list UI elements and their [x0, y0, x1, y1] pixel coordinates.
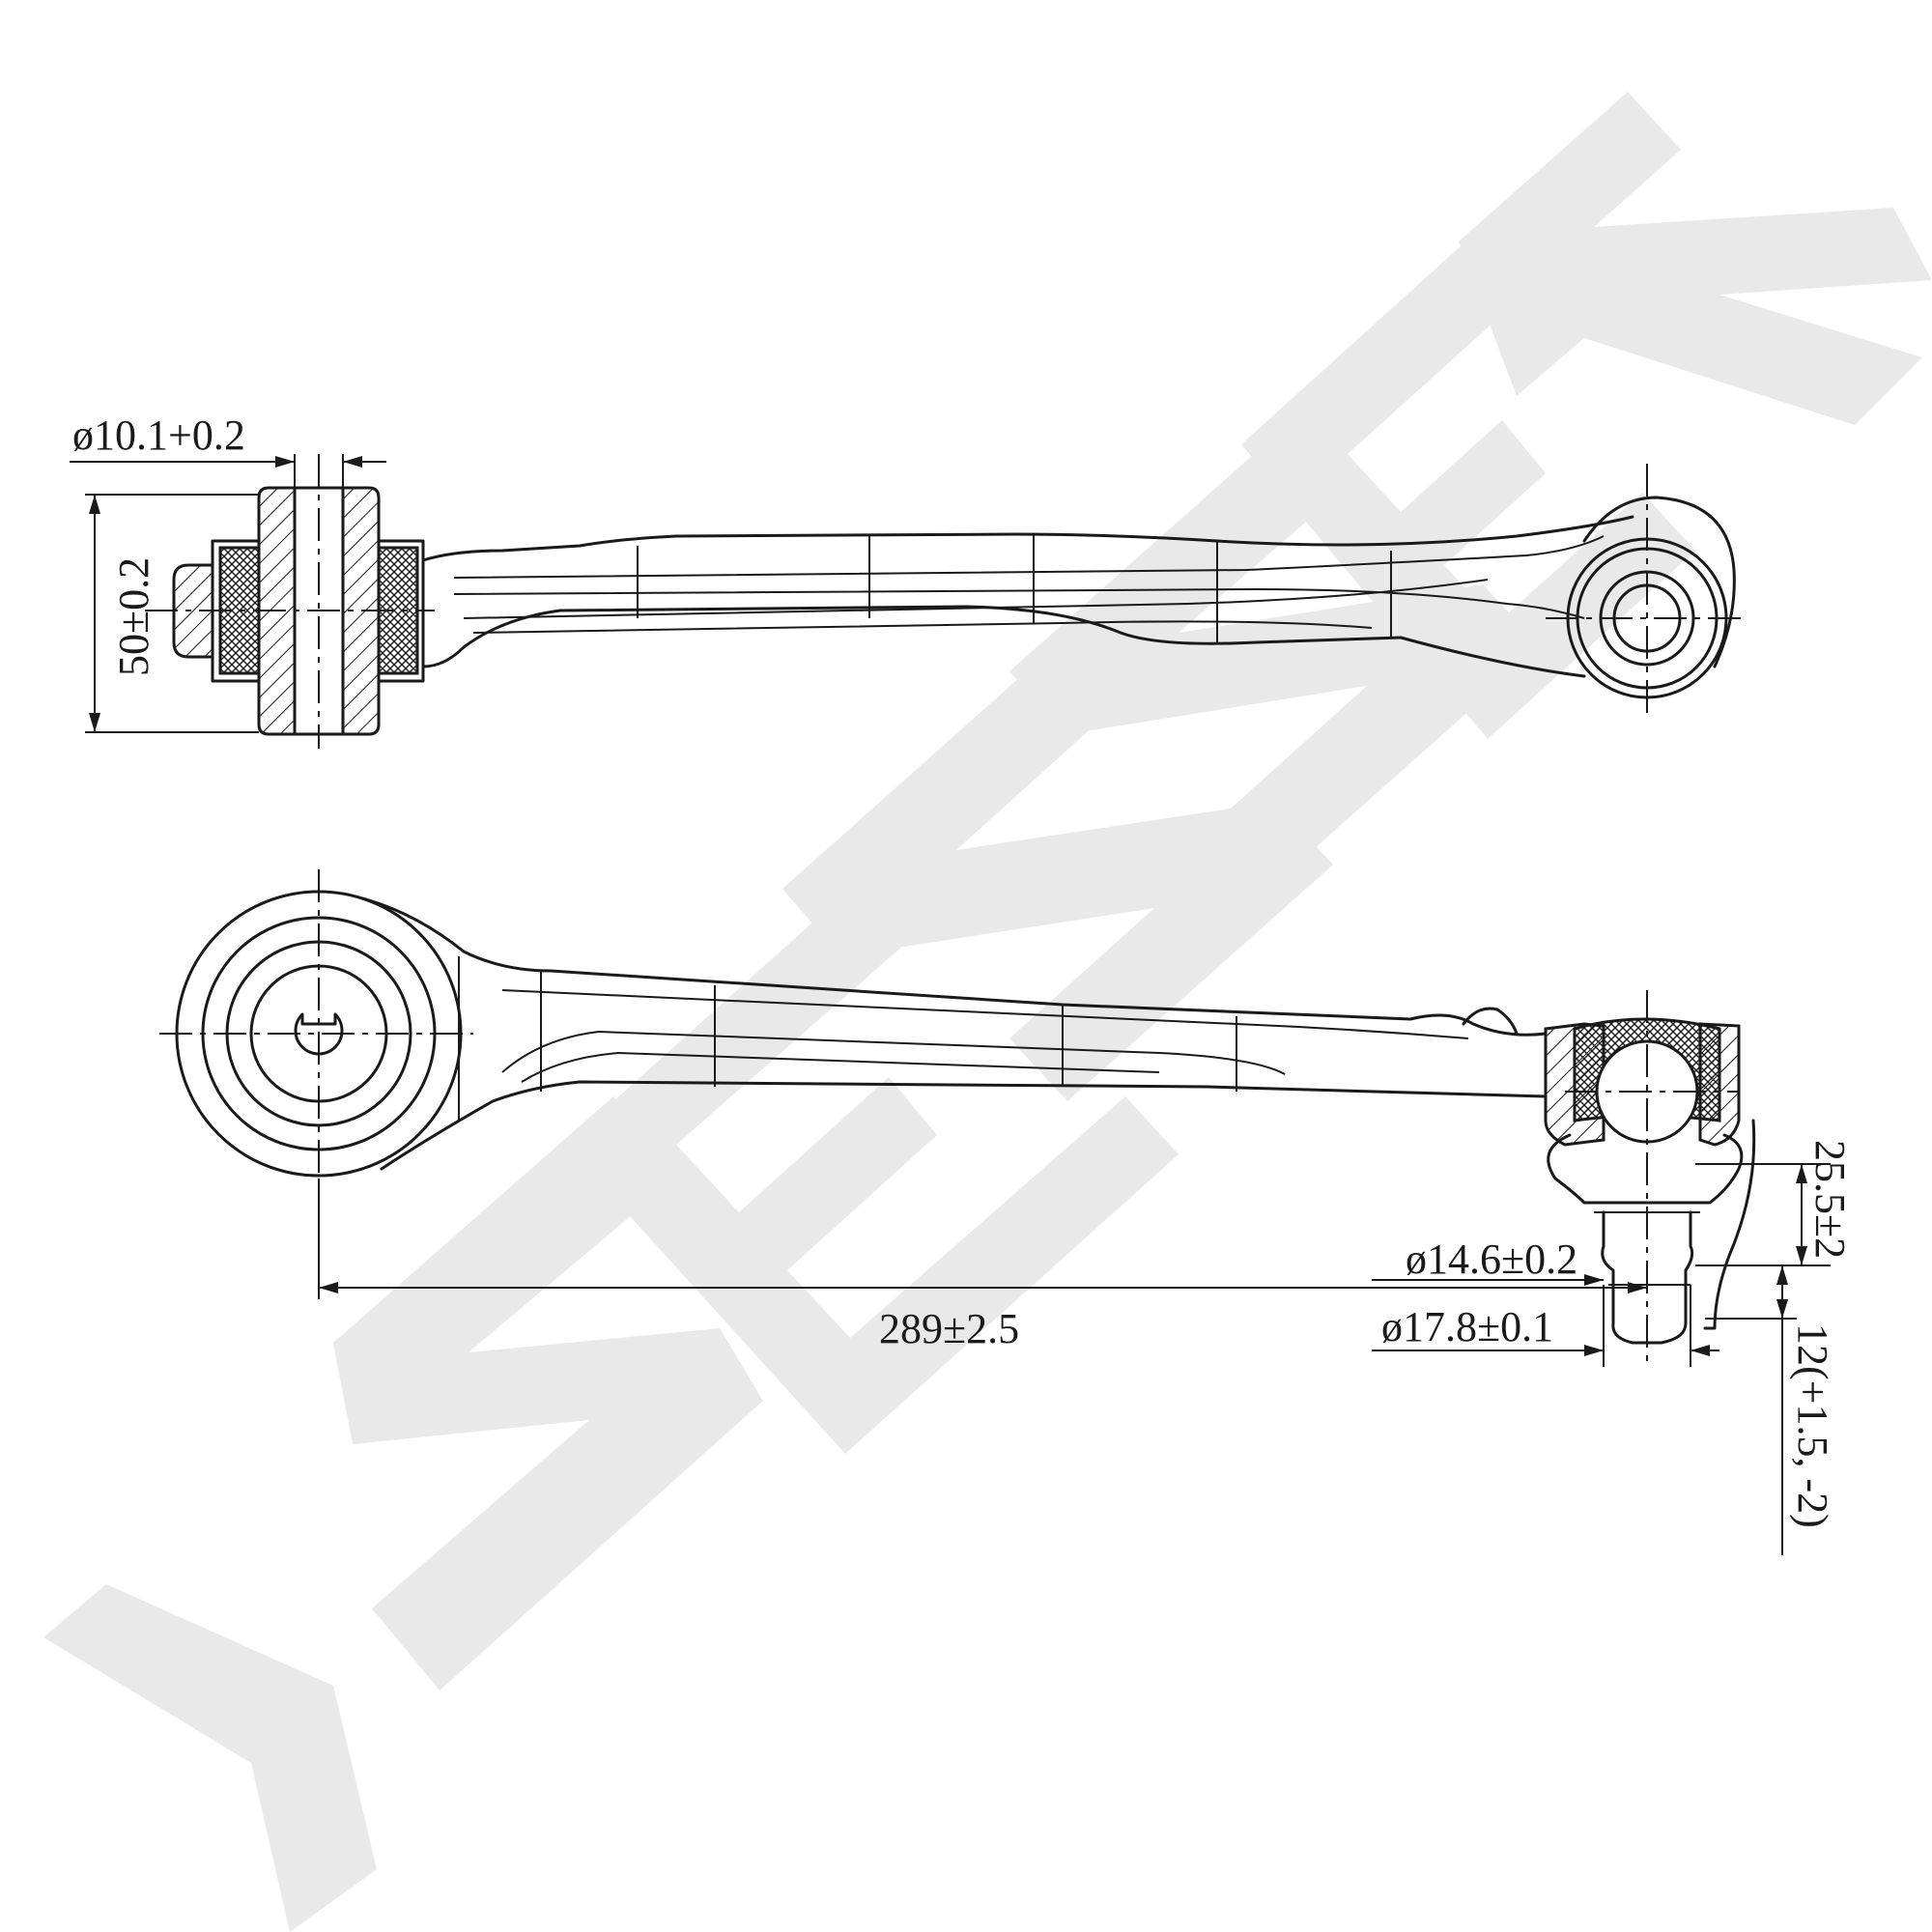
bore-diameter-label: ø10.1+0.2 [72, 412, 245, 459]
arm-top-outline [421, 515, 1634, 562]
stud-diameter-bottom-label: ø17.8±0.1 [1381, 1303, 1553, 1350]
brand-watermark [43, 92, 1932, 1932]
bushing-collar [172, 563, 214, 659]
stud-height-label: 25.5±2 [1806, 1140, 1854, 1259]
keyed-bore [294, 1012, 344, 1056]
bushing-height-label: 50±0.2 [110, 557, 157, 676]
grease-nipple [1462, 1007, 1519, 1036]
retaining-clip [1703, 1119, 1756, 1330]
thread-length-label: 12(+1.5, -2) [1789, 1323, 1836, 1528]
side-view: 289±2.5 ø14.6±0.2 ø17.8±0.1 25.5±2 12(+1… [159, 869, 1854, 1555]
stud-diameter-top-label: ø14.6±0.2 [1406, 1236, 1577, 1283]
center-distance-label: 289±2.5 [879, 1305, 1019, 1352]
top-view: ø10.1+0.2 50±0.2 [70, 412, 1748, 749]
arm-side-outline [360, 896, 1548, 1037]
